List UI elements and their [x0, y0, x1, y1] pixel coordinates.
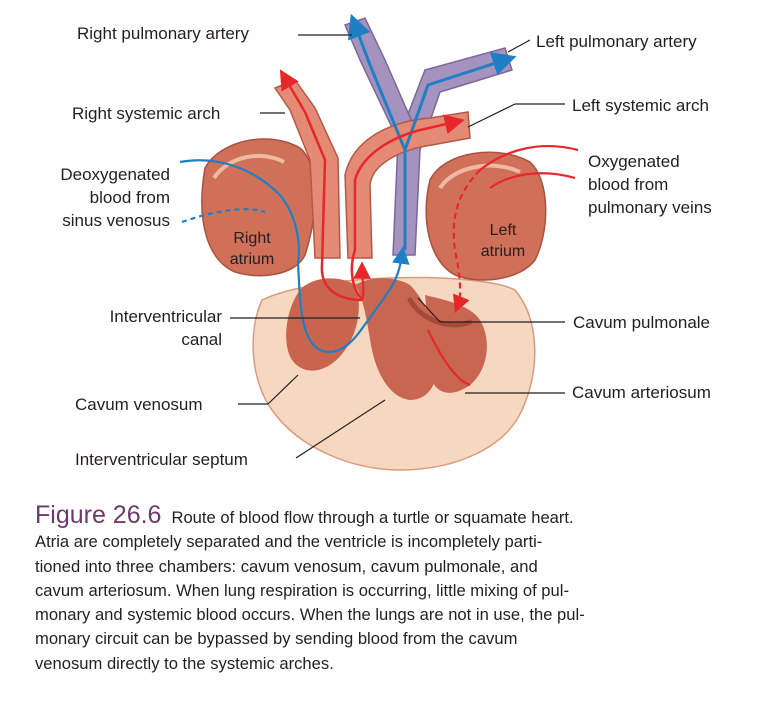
figure-caption: Figure 26.6 Route of blood flow through a… [35, 503, 755, 676]
caption-line-4: cavum arteriosum. When lung respiration … [35, 580, 569, 600]
deoxygenated-flow-to-canal [296, 246, 410, 354]
caption-line-2: Atria are completely separated and the v… [35, 532, 543, 552]
pulmonary-outflow-arrow [403, 52, 517, 250]
label-left-atrium: Left atrium [480, 222, 526, 260]
label-right-atrium: Right atrium [229, 230, 275, 268]
arteriosum-flow-arrow [427, 329, 471, 387]
caption-line-5: monary and systemic blood occurs. When t… [35, 605, 585, 625]
label-interventricular-canal: Interventricular canal [109, 307, 222, 349]
interventricular-septum-ridge [407, 297, 473, 328]
figure-number: Figure 26.6 [35, 501, 162, 529]
label-cavum-arteriosum: Cavum arteriosum [572, 383, 711, 402]
heart-illustration [179, 13, 579, 471]
caption-line-6: monary circuit can be bypassed by sendin… [35, 629, 518, 649]
cavum-venosum-chamber [286, 278, 359, 371]
caption-line-1: Route of blood flow through a turtle or … [171, 508, 574, 527]
systemic-outflow-arrow [279, 69, 363, 302]
caption-line-3: tioned into three chambers: cavum venosu… [35, 556, 538, 576]
left-atrium-shape [425, 151, 547, 281]
label-left-pulmonary-artery: Left pulmonary artery [536, 32, 697, 51]
right-atrium-shape [201, 138, 316, 277]
deoxygenated-flow-arrow [179, 159, 300, 263]
heart-diagram: Right pulmonary artery Left pulmonary ar… [60, 13, 712, 471]
label-interventricular-septum: Interventricular septum [75, 450, 248, 469]
label-cavum-pulmonale: Cavum pulmonale [573, 313, 711, 332]
label-deoxygenated-blood: Deoxygenated blood from sinus venosus [60, 165, 170, 230]
caption-line-7: venosum directly to the systemic arches. [35, 653, 334, 673]
left-systemic-arch-vessel [344, 111, 471, 259]
oxygenated-flow-arrow [479, 144, 579, 171]
label-oxygenated-blood: Oxygenated blood from pulmonary veins [588, 152, 712, 217]
label-cavum-venosum: Cavum venosum [75, 395, 203, 414]
label-right-pulmonary-artery: Right pulmonary artery [77, 24, 249, 43]
leader-lines [230, 34, 565, 459]
label-left-systemic-arch: Left systemic arch [572, 96, 709, 115]
label-right-systemic-arch: Right systemic arch [72, 104, 221, 123]
cavum-arteriosum-chamber [425, 295, 487, 393]
